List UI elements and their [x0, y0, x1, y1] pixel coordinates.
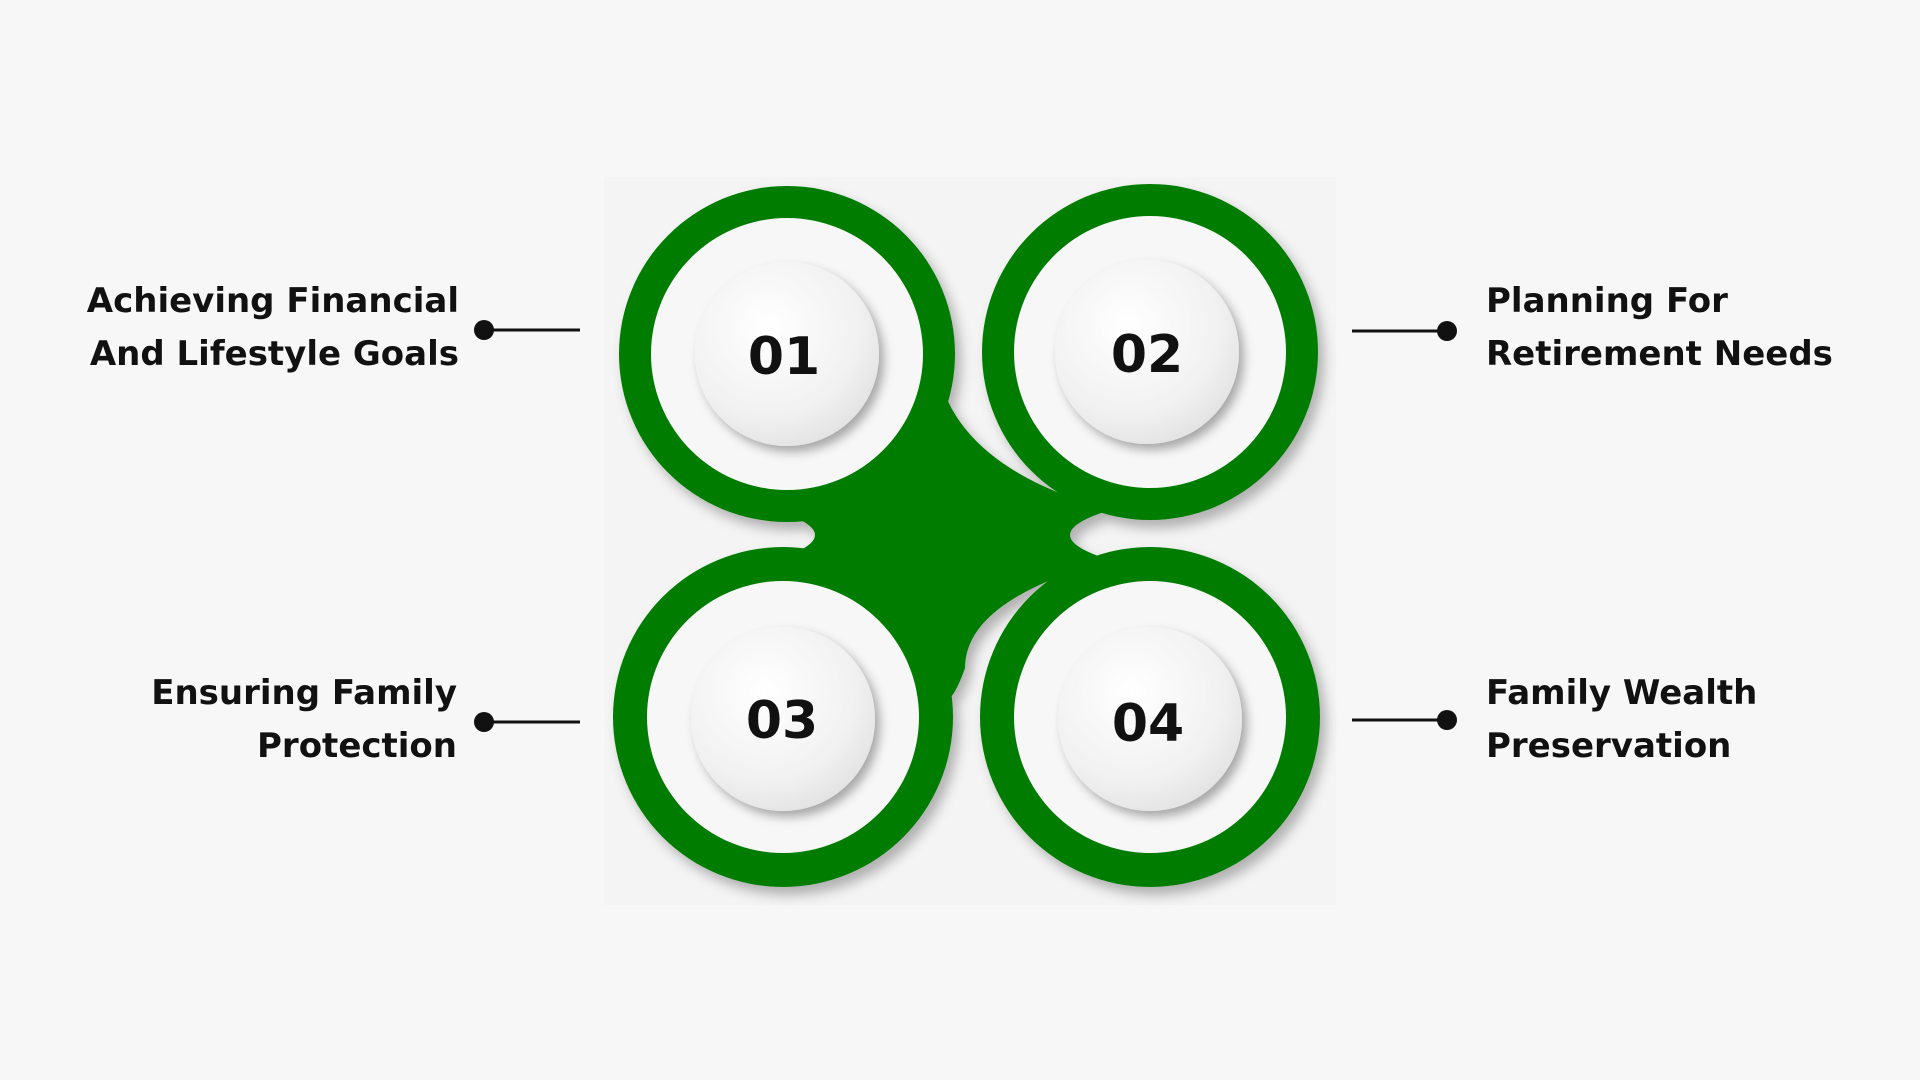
- step-label-4-line-2: Preservation: [1486, 726, 1732, 766]
- step-label-3-line-2: Protection: [257, 726, 457, 766]
- connector-line-3: [474, 712, 580, 732]
- step-label-2-line-2: Retirement Needs: [1486, 334, 1833, 374]
- step-label-3: Ensuring Family Protection: [151, 667, 457, 773]
- connector-line-4: [1352, 710, 1457, 730]
- number-disc-3: [691, 627, 875, 811]
- step-label-4: Family Wealth Preservation: [1486, 667, 1757, 773]
- number-disc-4: [1058, 627, 1242, 811]
- connector-line-2: [1352, 321, 1457, 341]
- step-number-4: 04: [1112, 694, 1184, 754]
- step-number-3: 03: [746, 691, 818, 751]
- number-disc-2: [1055, 260, 1239, 444]
- step-label-2-line-1: Planning For: [1486, 281, 1728, 321]
- step-label-4-line-1: Family Wealth: [1486, 673, 1758, 713]
- step-label-2: Planning For Retirement Needs: [1486, 275, 1833, 381]
- step-label-1-line-1: Achieving Financial: [86, 281, 459, 321]
- step-label-1-line-2: And Lifestyle Goals: [89, 334, 459, 374]
- step-label-1: Achieving Financial And Lifestyle Goals: [87, 275, 459, 381]
- step-number-2: 02: [1111, 325, 1183, 385]
- connector-line-1: [474, 320, 580, 340]
- center-connector: [775, 380, 1110, 704]
- step-label-3-line-1: Ensuring Family: [151, 673, 457, 713]
- number-disc-1: [695, 262, 879, 446]
- step-number-1: 01: [748, 327, 820, 387]
